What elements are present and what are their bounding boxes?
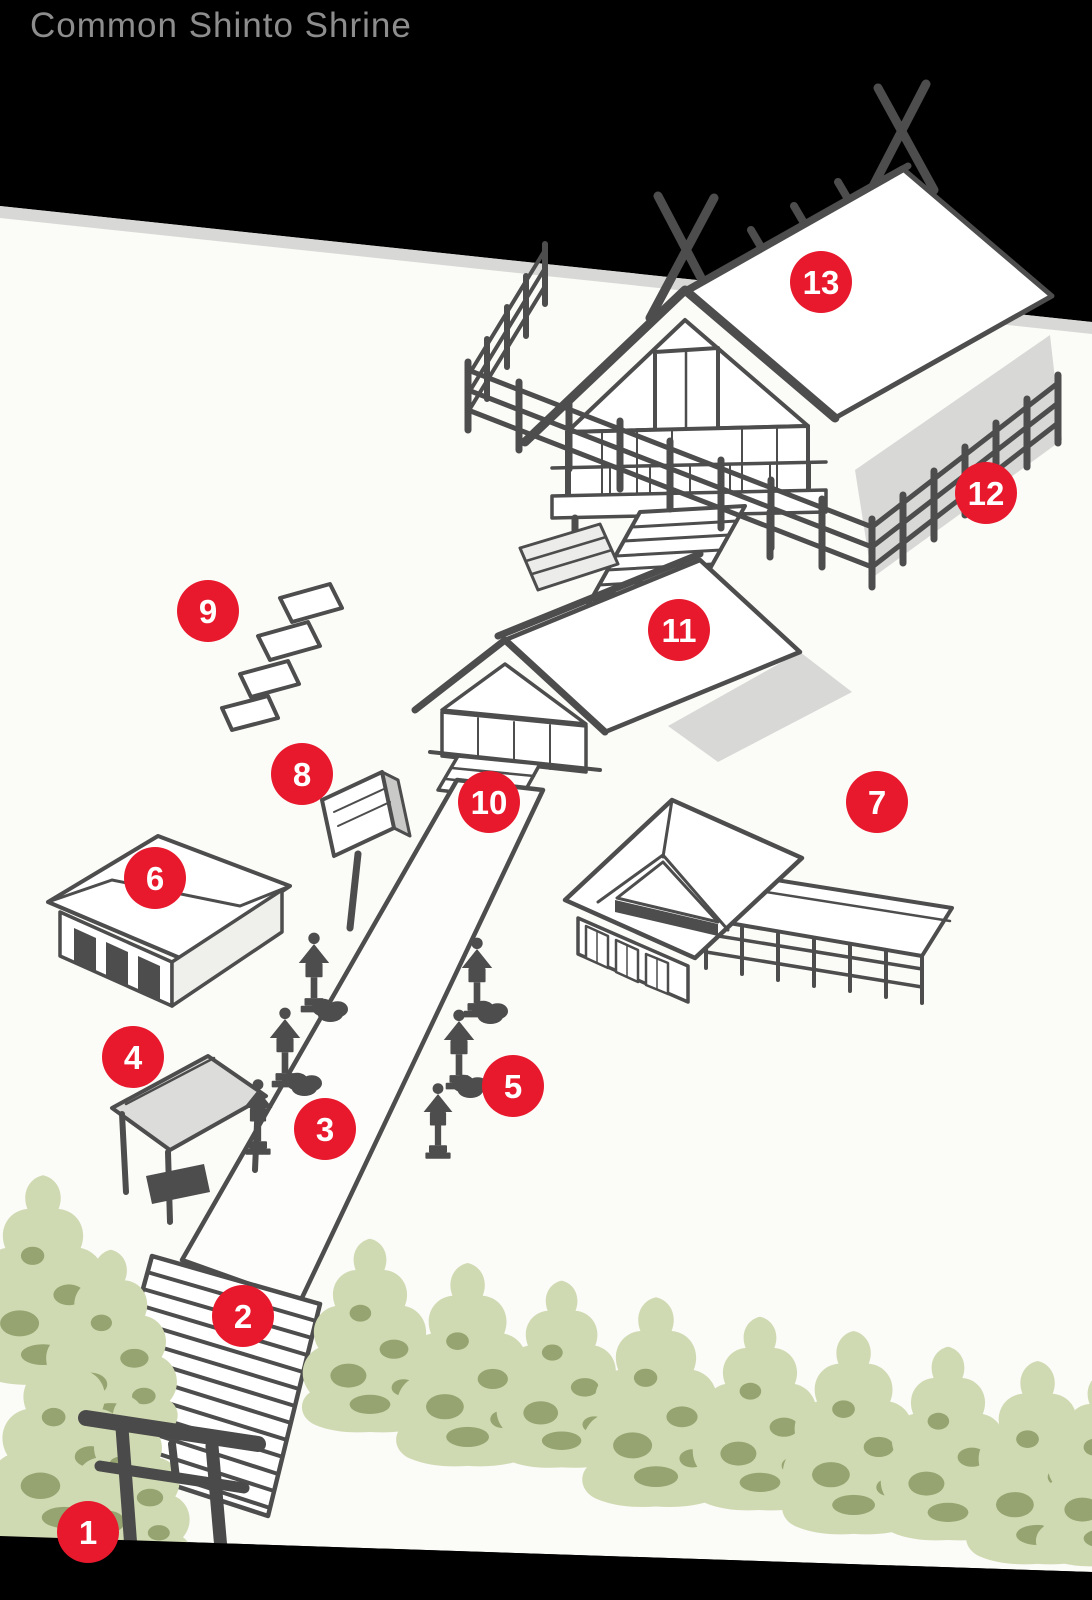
marker-label: 6 xyxy=(145,859,165,897)
bottom-edge xyxy=(0,1536,1092,1600)
marker-label: 3 xyxy=(315,1110,335,1148)
temizuya-pavilion xyxy=(110,1054,268,1225)
chigi-cross-finials xyxy=(645,79,939,323)
gable-overhang xyxy=(520,285,840,447)
marker-label: 5 xyxy=(503,1067,523,1105)
marker-label: 4 xyxy=(123,1038,143,1076)
diagram-title: Common Shinto Shrine xyxy=(30,6,412,45)
stepping-stones xyxy=(220,582,344,732)
marker-5: 5 xyxy=(482,1055,544,1117)
marker-2: 2 xyxy=(212,1285,274,1347)
marker-12: 12 xyxy=(955,462,1017,524)
marker-6: 6 xyxy=(124,847,186,909)
marker-3: 3 xyxy=(294,1098,356,1160)
marker-8: 8 xyxy=(271,743,333,805)
kaguraden-building xyxy=(562,797,954,1005)
marker-label: 2 xyxy=(233,1297,253,1335)
torii-gate xyxy=(78,1410,266,1591)
marker-1: 1 xyxy=(57,1501,119,1563)
marker-4: 4 xyxy=(102,1026,164,1088)
marker-9: 9 xyxy=(177,580,239,642)
haiden-shadow xyxy=(668,652,852,762)
honden-main-shrine xyxy=(520,79,1055,616)
marker-label: 10 xyxy=(470,783,508,821)
marker-label: 8 xyxy=(292,755,312,793)
marker-10: 10 xyxy=(458,771,520,833)
fence-left-back xyxy=(466,241,548,414)
fence-front xyxy=(464,358,876,591)
marker-label: 9 xyxy=(198,592,218,630)
marker-label: 12 xyxy=(967,474,1005,512)
marker-label: 7 xyxy=(867,783,887,821)
marker-label: 13 xyxy=(802,263,840,301)
marker-label: 11 xyxy=(661,611,697,649)
marker-11: 11 xyxy=(648,599,710,661)
marker-7: 7 xyxy=(846,771,908,833)
marker-13: 13 xyxy=(790,251,852,313)
marker-label: 1 xyxy=(78,1513,98,1551)
signboard xyxy=(320,770,412,932)
